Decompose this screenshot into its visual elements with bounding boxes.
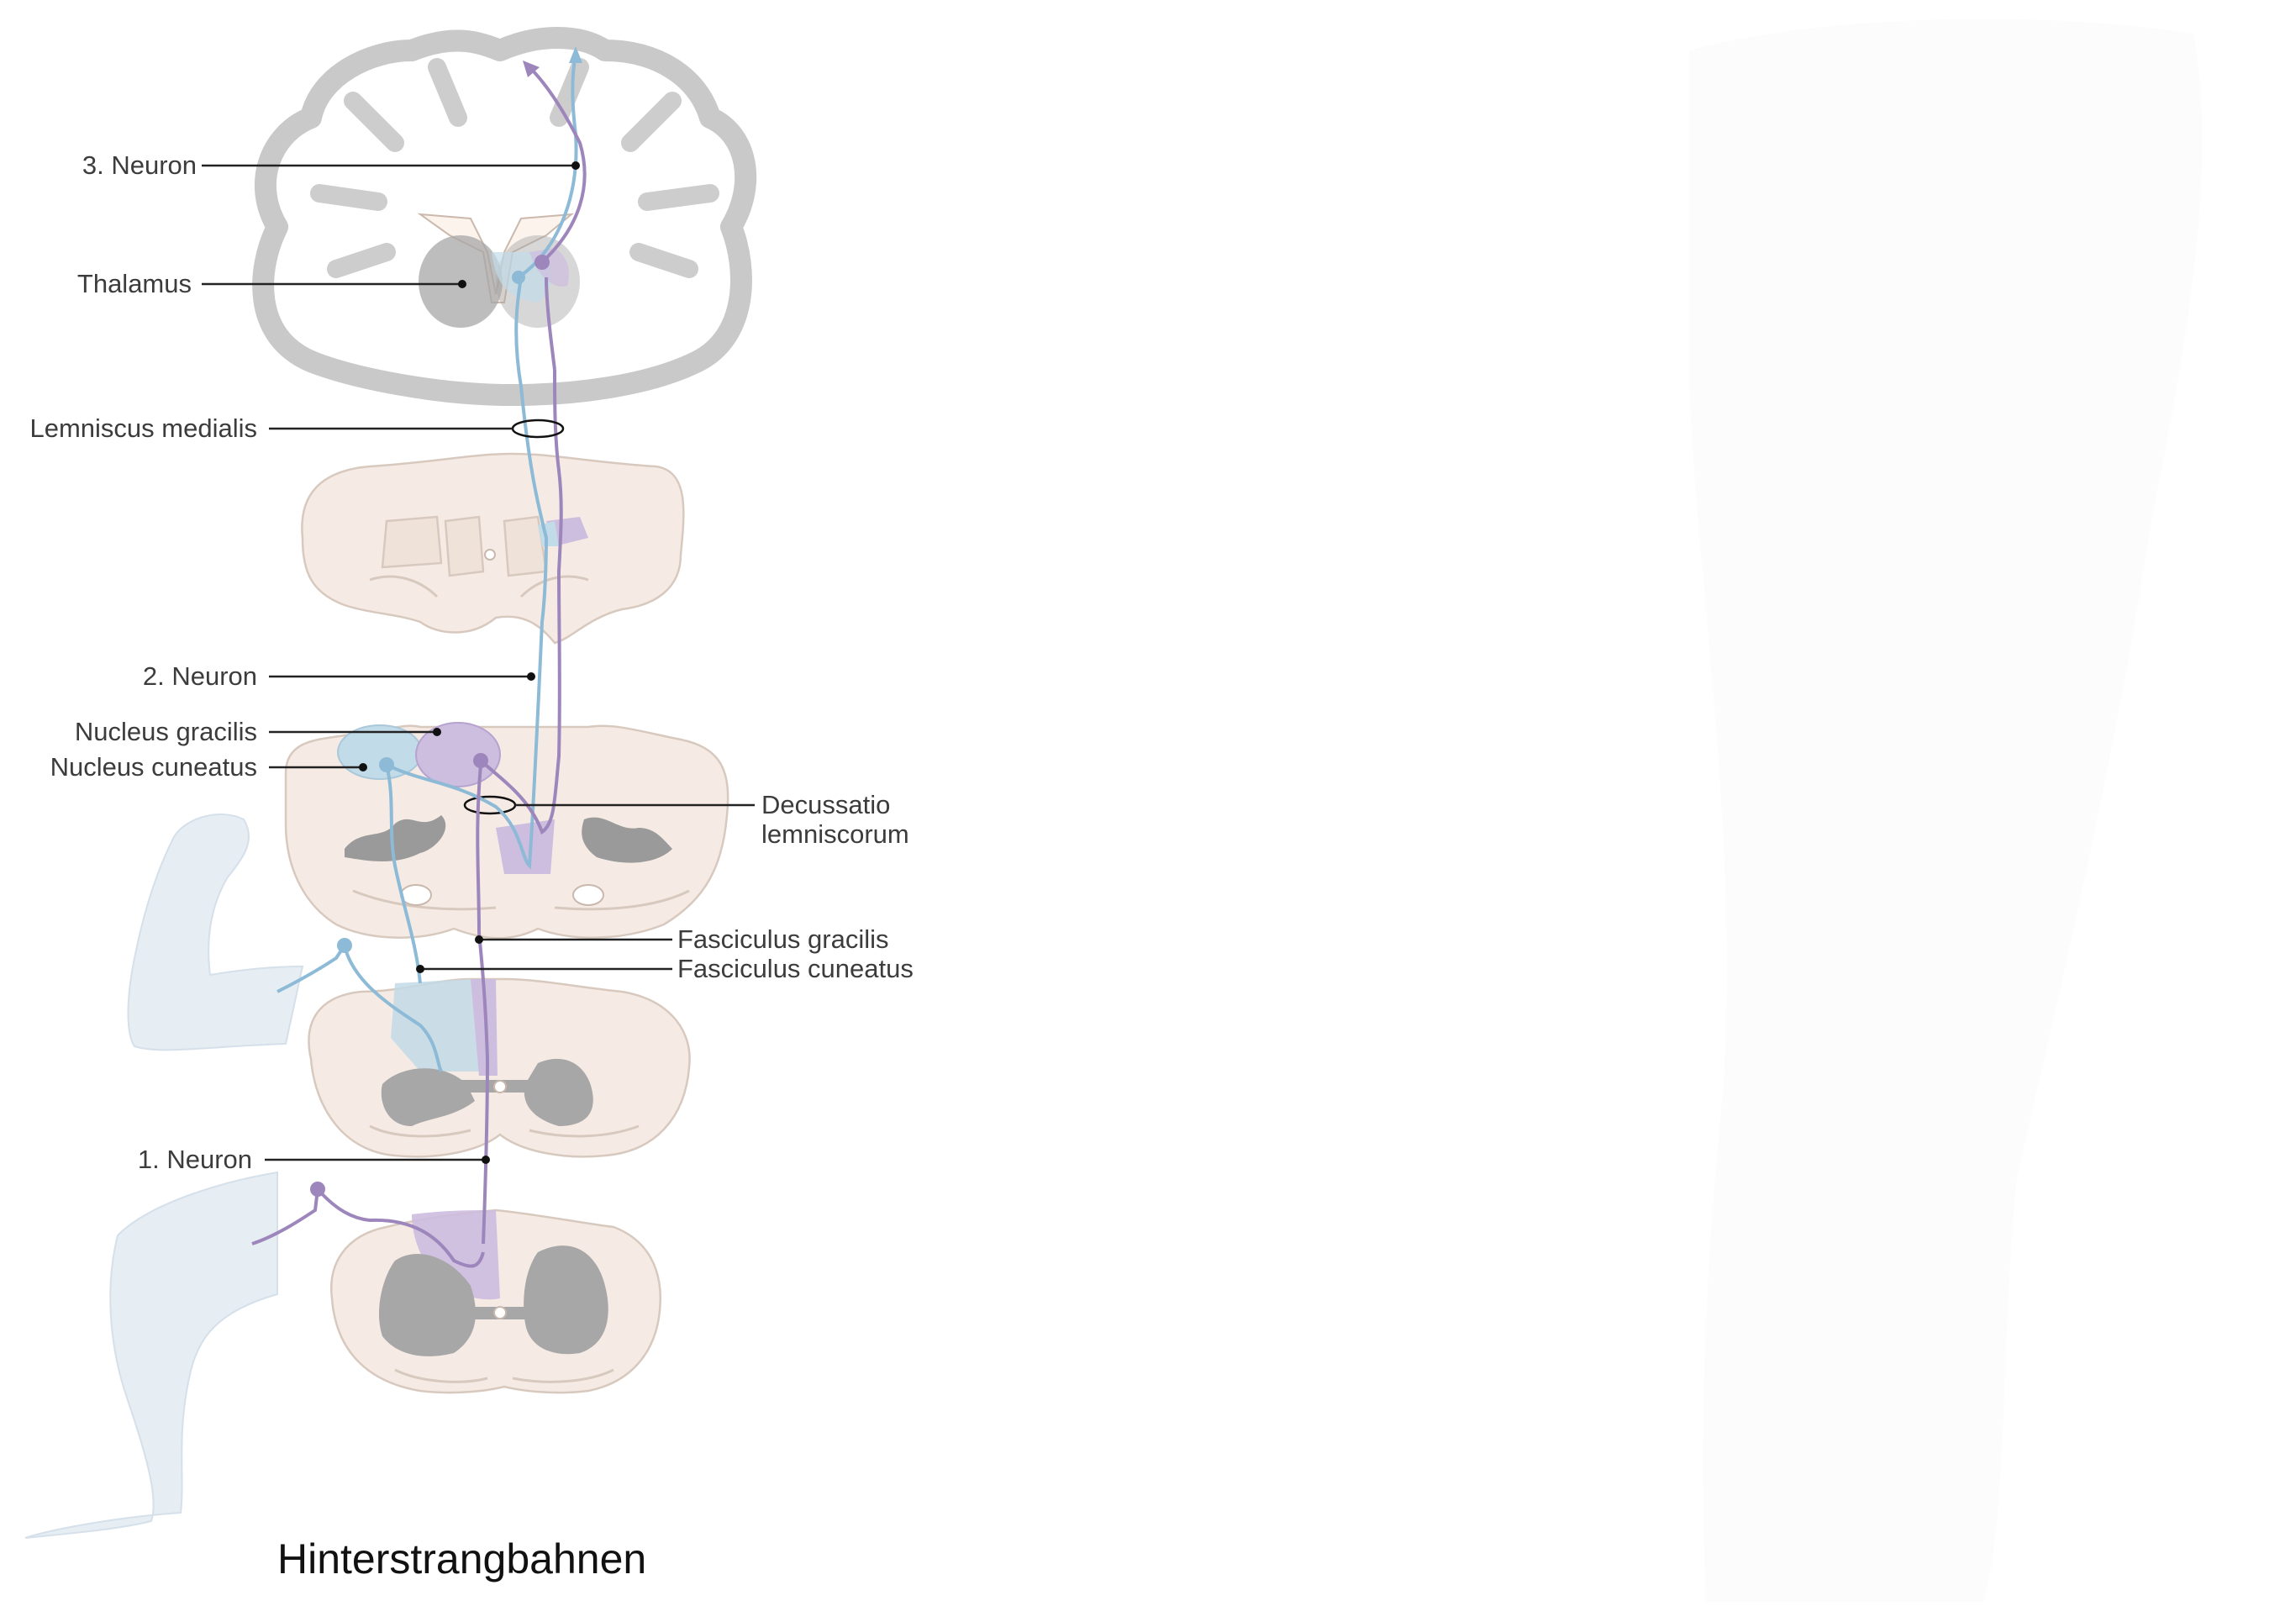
label-nucleus-gracilis: Nucleus gracilis [75,717,257,746]
label-neuron-2: 2. Neuron [143,661,257,691]
label-fasciculus-cuneatus: Fasciculus cuneatus [677,954,914,983]
cuneatus-pathway [276,46,582,1072]
medulla-section [284,722,729,940]
cervical-cord-section [308,977,691,1158]
label-thalamus: Thalamus [77,269,192,298]
label-neuron-3: 3. Neuron [82,150,197,180]
background-silhouette [1689,18,2203,1603]
pons-section [301,452,685,645]
label-decussatio-line2: lemniscorum [761,819,909,849]
arm-silhouette [127,814,304,1051]
diagram-title: Hinterstrangbahnen [277,1535,646,1582]
leader-lines [202,161,755,1164]
leg-silhouette [24,1171,278,1539]
gracilis-pathway [251,61,587,1268]
label-lemniscus-medialis: Lemniscus medialis [30,413,258,443]
label-fasciculus-gracilis: Fasciculus gracilis [677,924,889,954]
brain-coronal-section [252,27,757,406]
label-neuron-1: 1. Neuron [138,1145,252,1174]
lumbar-cord-section [330,1208,661,1394]
nucleus-cuneatus-shape [337,724,423,780]
label-decussatio-line1: Decussatio [761,790,890,819]
label-nucleus-cuneatus: Nucleus cuneatus [50,752,257,782]
